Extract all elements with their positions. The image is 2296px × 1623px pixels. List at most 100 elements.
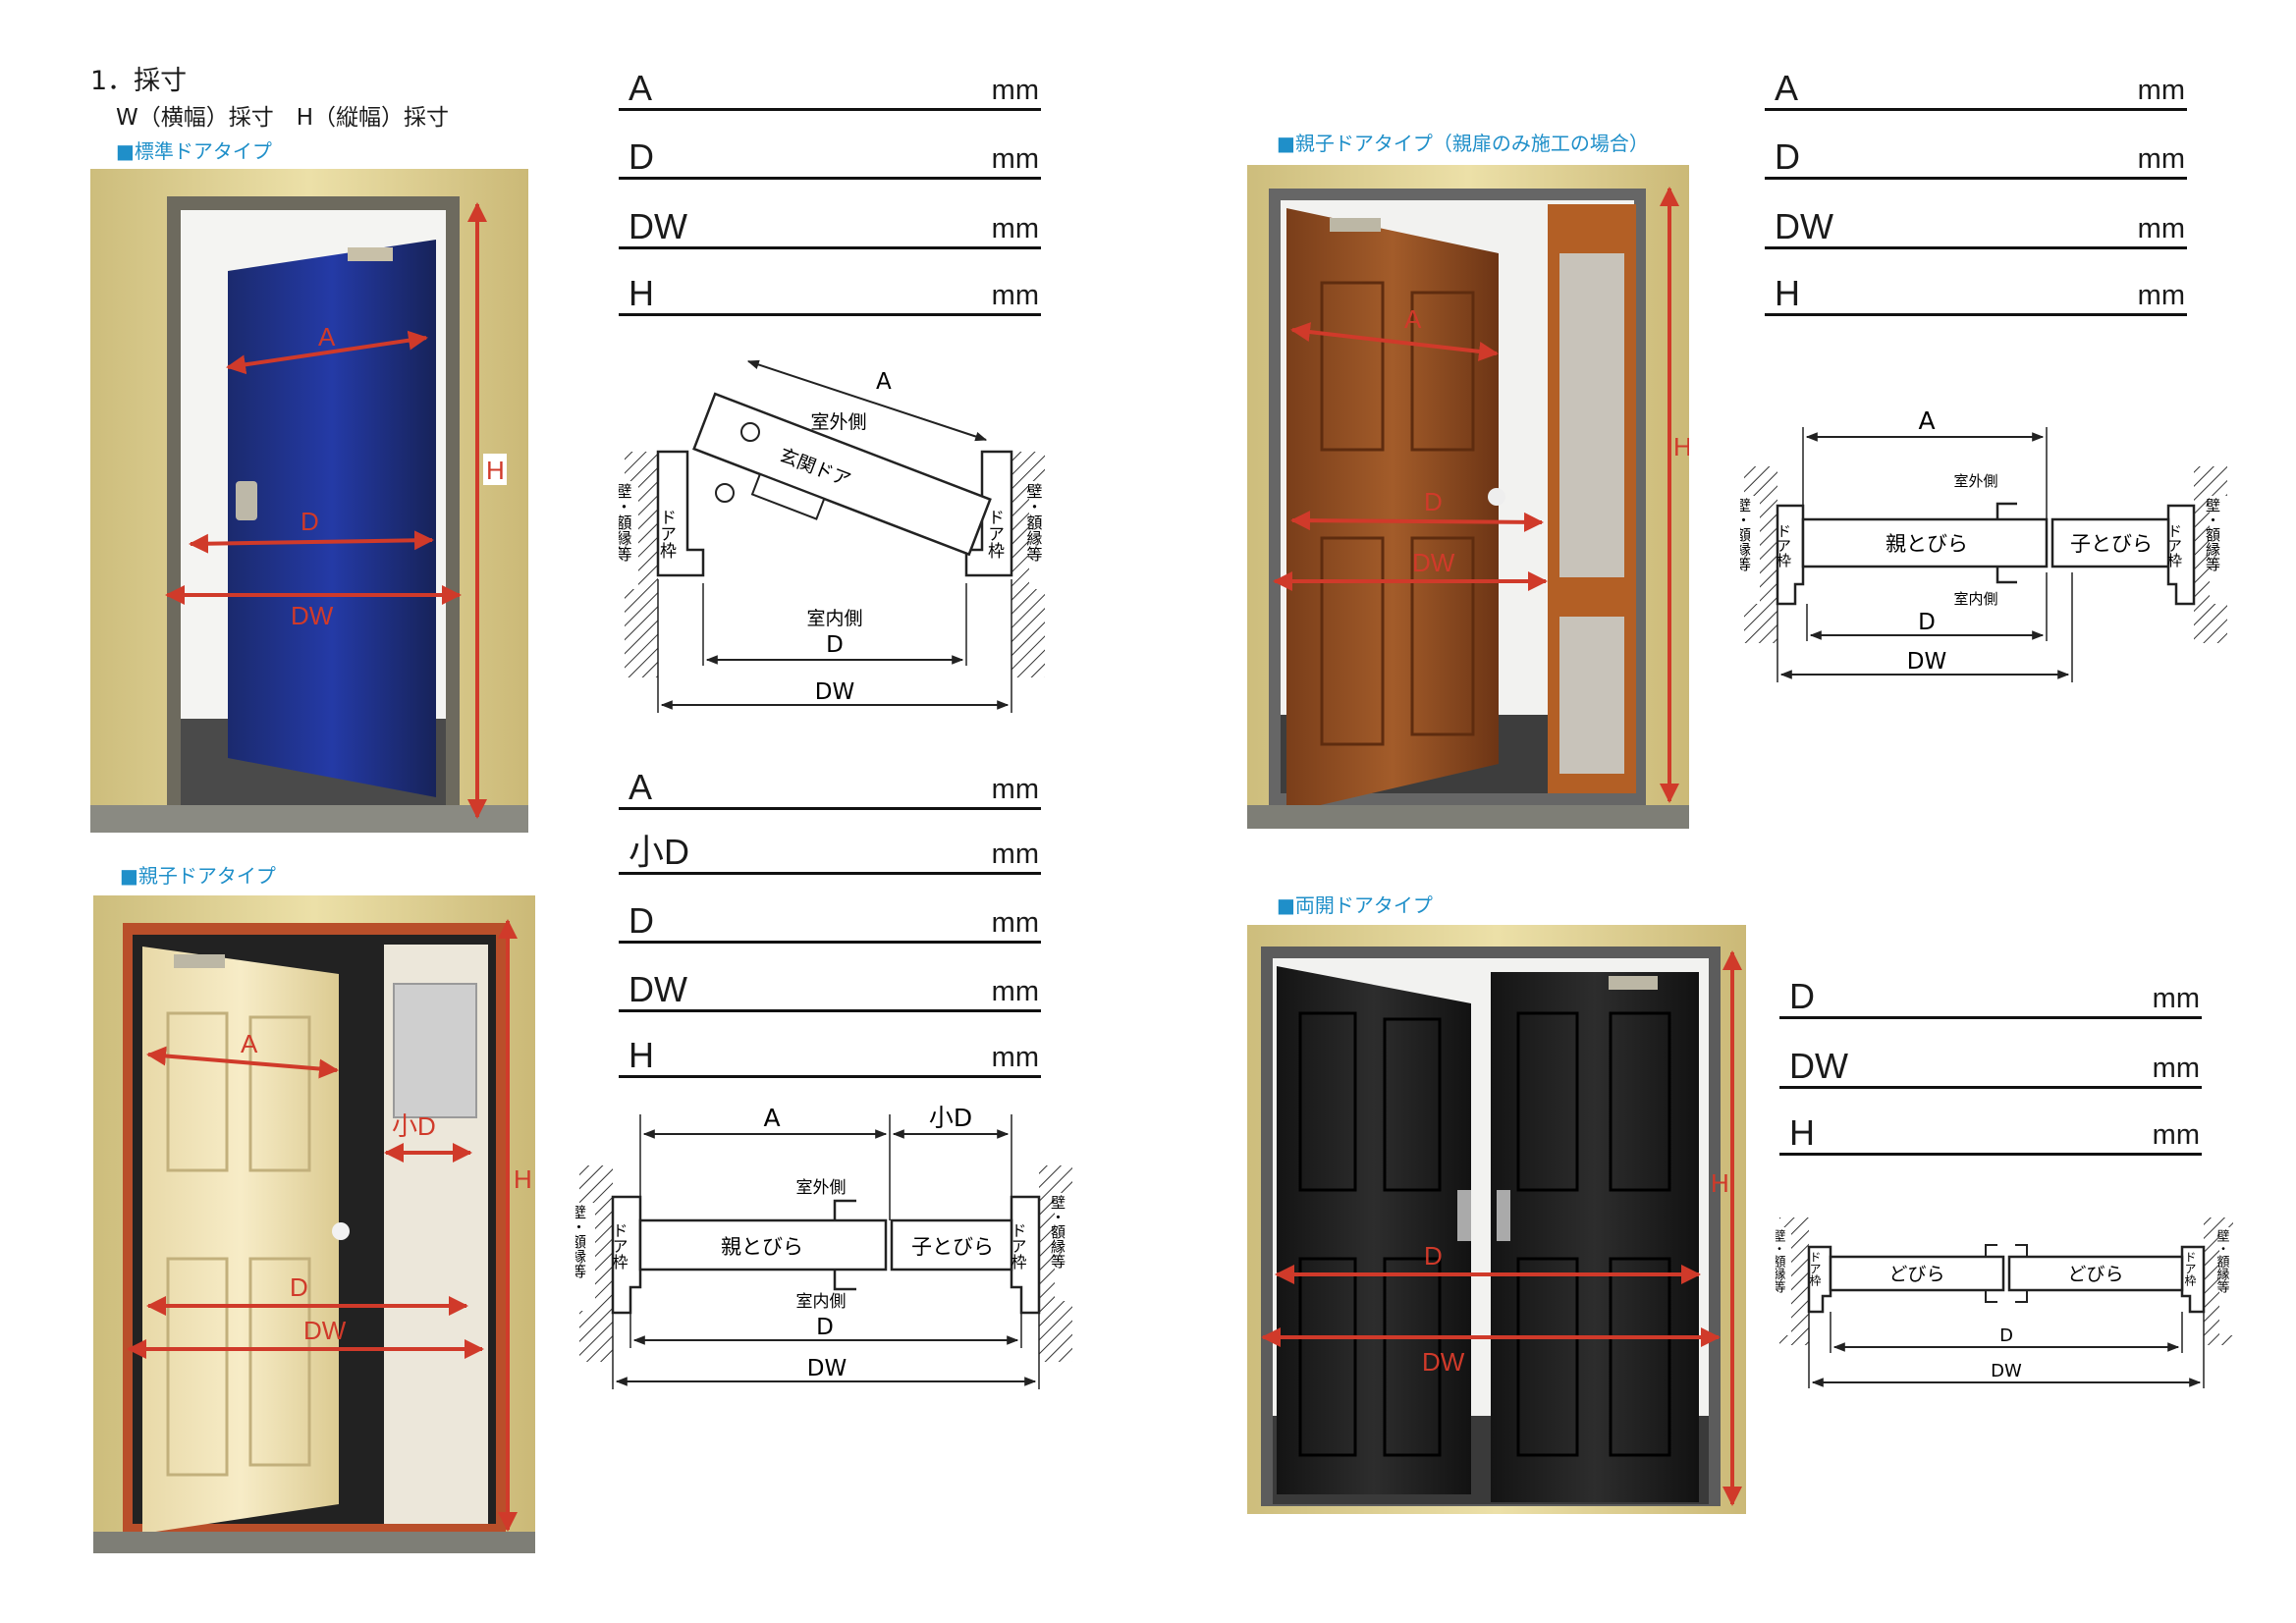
diagram-d-label: D: [816, 1315, 834, 1340]
field-ryobiraki-h[interactable]: H mm: [1779, 1113, 2202, 1156]
diagram-d-label: D: [1918, 610, 1936, 635]
field-unit: mm: [991, 75, 1039, 106]
diagram-wall-right: 壁・額縁等: [1024, 482, 1043, 562]
photo-label-dw: DW: [1422, 1347, 1465, 1377]
diagram-frame-right: ドア枠: [1009, 1222, 1027, 1270]
field-standard-a[interactable]: A mm: [619, 69, 1041, 111]
diagram-inside-label: 室内側: [1953, 590, 1997, 608]
field-label: H: [1789, 1112, 1815, 1153]
diagram-outside-label: 室外側: [796, 1178, 847, 1198]
diagram-child-door-label: 子とびら: [911, 1235, 994, 1259]
field-label: A: [629, 767, 653, 807]
diagram-wall-left: 壁・額縁等: [575, 1205, 587, 1278]
field-label: A: [629, 68, 653, 108]
field-ryobiraki-d[interactable]: D mm: [1779, 977, 2202, 1019]
field-oyako-a[interactable]: A mm: [619, 768, 1041, 810]
diagram-child-door-label: 子とびら: [2070, 532, 2153, 556]
diagram-inside-label: 室内側: [806, 608, 862, 629]
field-label: DW: [629, 206, 687, 246]
field-label: H: [629, 1035, 654, 1075]
photo-label-h: H: [486, 456, 505, 485]
photo-label-d: D: [1424, 1241, 1443, 1271]
diagram-frame-left: ドア枠: [656, 509, 677, 559]
section-title-standard: ■標準ドアタイプ: [116, 139, 272, 163]
field-unit: mm: [991, 143, 1039, 175]
field-label: D: [1789, 976, 1815, 1016]
field-parent-only-dw[interactable]: DW mm: [1765, 207, 2187, 249]
diagram-a-label: A: [876, 369, 892, 395]
field-oyako-d[interactable]: D mm: [619, 901, 1041, 944]
diagram-parent-door-label: 親とびら: [1886, 532, 1968, 556]
field-unit: mm: [2152, 983, 2200, 1014]
photo-label-dw: DW: [291, 601, 334, 630]
diagram-outside-label: 室外側: [810, 411, 866, 433]
field-label: H: [629, 273, 654, 313]
photo-label-d: D: [290, 1272, 308, 1302]
field-unit: mm: [991, 907, 1039, 939]
photo-label-a: A: [1404, 304, 1422, 334]
field-label: H: [1775, 273, 1800, 313]
field-parent-only-d[interactable]: D mm: [1765, 137, 2187, 180]
oyako-plan-diagram: 親とびら 子とびら 室外側 室内側 A 小D D DW ドア枠 ドア枠 壁・額縁…: [575, 1104, 1074, 1389]
photo-label-dw: DW: [303, 1316, 347, 1345]
field-unit: mm: [2152, 1119, 2200, 1151]
field-ryobiraki-dw[interactable]: DW mm: [1779, 1047, 2202, 1089]
field-unit: mm: [991, 976, 1039, 1007]
field-unit: mm: [991, 774, 1039, 805]
standard-plan-diagram: 玄関ドア 室外側 A 室内側 D DW ドア枠 ドア枠 壁・額縁等 壁・額縁等: [619, 359, 1049, 713]
standard-door-illustration: A D DW H: [90, 169, 528, 833]
diagram-dw-label: DW: [815, 679, 854, 705]
field-oyako-dw[interactable]: DW mm: [619, 970, 1041, 1012]
field-standard-h[interactable]: H mm: [619, 274, 1041, 316]
field-unit: mm: [2137, 143, 2185, 175]
field-label: D: [629, 900, 654, 941]
diagram-dw-label: DW: [1907, 649, 1946, 675]
diagram-dw-label: DW: [1991, 1361, 2022, 1381]
photo-label-h: H: [1711, 1168, 1729, 1198]
diagram-frame-left: ドア枠: [1808, 1251, 1822, 1286]
diagram-a-label: A: [763, 1104, 780, 1132]
diagram-wall-right: 壁・額縁等: [2214, 1229, 2230, 1293]
field-label: D: [1775, 136, 1800, 177]
section-title-oyako-parent-only: ■親子ドアタイプ（親扉のみ施工の場合）: [1277, 132, 1649, 155]
field-unit: mm: [2152, 1053, 2200, 1084]
diagram-d-label: D: [826, 632, 844, 658]
field-unit: mm: [2137, 75, 2185, 106]
diagram-inside-label: 室内側: [796, 1292, 847, 1312]
field-standard-dw[interactable]: DW mm: [619, 207, 1041, 249]
diagram-dw-label: DW: [807, 1356, 847, 1381]
section-title-ryobiraki: ■両開ドアタイプ: [1277, 893, 1433, 917]
photo-label-h: H: [514, 1164, 532, 1194]
photo-label-a: A: [241, 1029, 258, 1058]
page-subheading: W（横幅）採寸 H（縦幅）採寸: [116, 105, 450, 131]
oyako-door-illustration: A 小D D DW H: [93, 895, 535, 1553]
diagram-a-label: A: [1918, 406, 1935, 435]
diagram-left-door-label: どびら: [1888, 1264, 1944, 1285]
field-label: D: [629, 136, 654, 177]
diagram-frame-right: ドア枠: [984, 509, 1005, 559]
oyako-parent-only-door-illustration: A D DW H: [1247, 165, 1689, 829]
field-label: 小D: [629, 832, 689, 872]
field-unit: mm: [2137, 280, 2185, 311]
diagram-right-door-label: どびら: [2067, 1264, 2123, 1285]
field-unit: mm: [991, 1042, 1039, 1073]
photo-label-a: A: [318, 322, 336, 352]
field-parent-only-a[interactable]: A mm: [1765, 69, 2187, 111]
field-label: A: [1775, 68, 1799, 108]
field-parent-only-h[interactable]: H mm: [1765, 274, 2187, 316]
diagram-wall-left: 壁・額縁等: [1740, 498, 1752, 571]
photo-label-dw: DW: [1412, 548, 1455, 577]
diagram-frame-right: ドア枠: [2165, 523, 2183, 568]
diagram-wall-right: 壁・額縁等: [2204, 498, 2221, 571]
field-unit: mm: [2137, 213, 2185, 244]
photo-label-small-d: 小D: [392, 1111, 436, 1141]
field-oyako-h[interactable]: H mm: [619, 1036, 1041, 1078]
ryobiraki-plan-diagram: どびら どびら D DW ドア枠 ドア枠 壁・額縁等 壁・額縁等: [1776, 1217, 2235, 1388]
page-heading: 1．採寸: [90, 66, 188, 96]
field-unit: mm: [991, 839, 1039, 870]
photo-label-h: H: [1673, 432, 1689, 461]
diagram-d-label: D: [1999, 1325, 2013, 1346]
field-oyako-small-d[interactable]: 小D mm: [619, 833, 1041, 875]
diagram-wall-left: 壁・額縁等: [1776, 1229, 1785, 1293]
field-standard-d[interactable]: D mm: [619, 137, 1041, 180]
